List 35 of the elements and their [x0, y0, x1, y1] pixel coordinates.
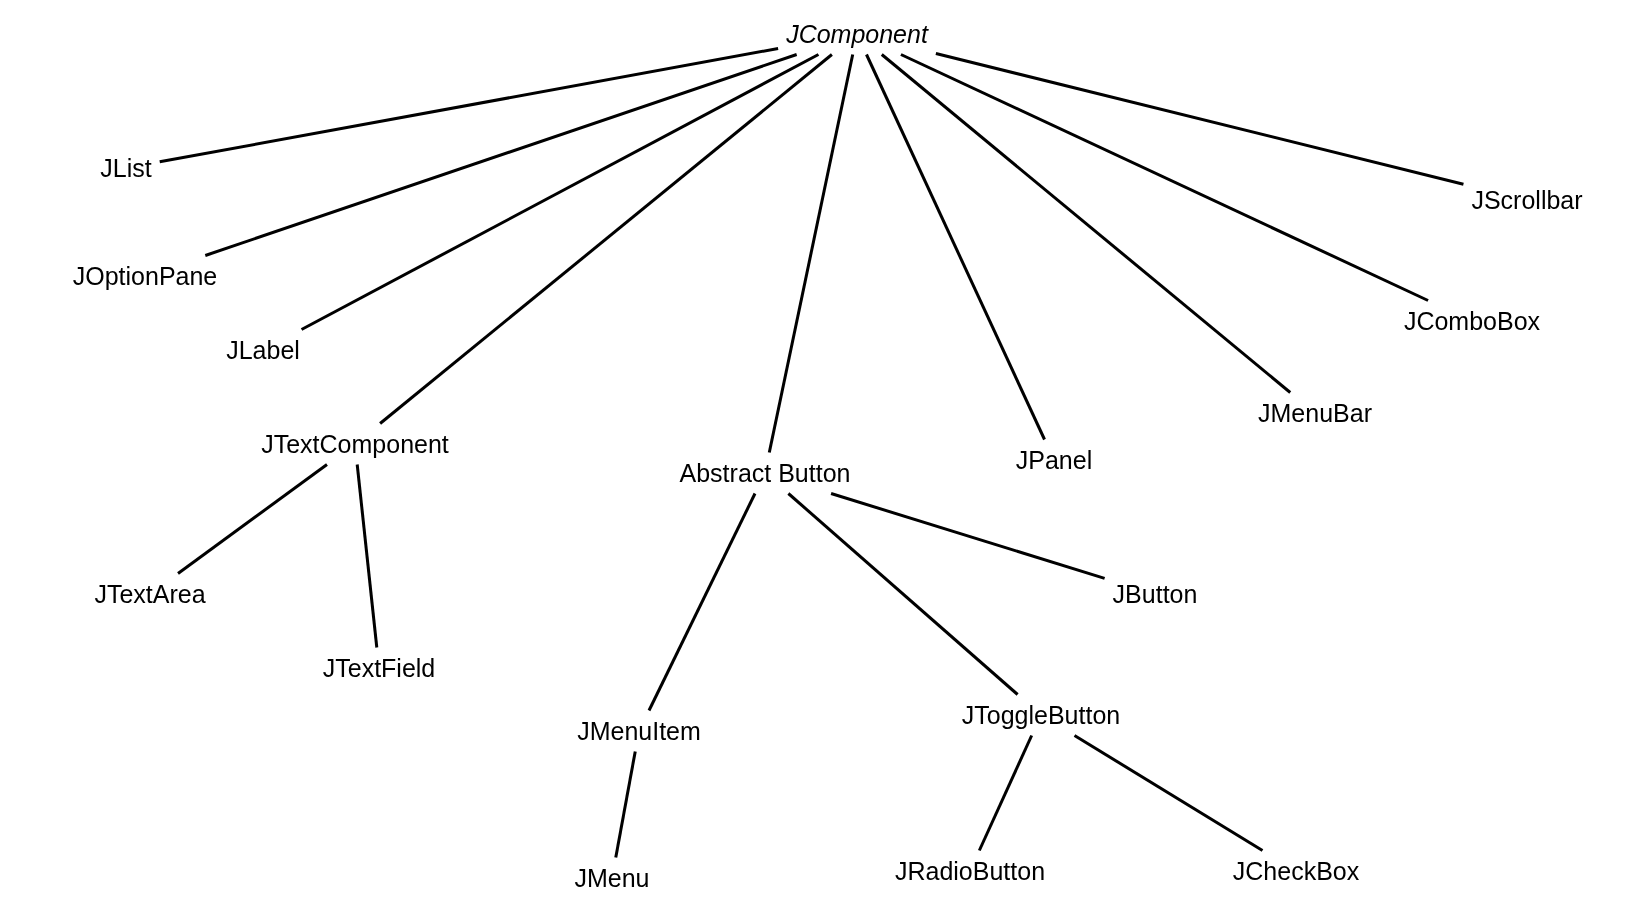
class-name-label: JScrollbar	[1463, 179, 1591, 221]
class-name-label: JComponent	[778, 13, 936, 55]
connector-line	[787, 492, 1019, 696]
connector-line	[865, 53, 1046, 441]
class-name-label: Abstract Button	[671, 452, 859, 494]
class-name-label: JComboBox	[1395, 300, 1549, 342]
class-name-label: JToggleButton	[953, 694, 1129, 736]
connector-line	[935, 52, 1464, 186]
class-name-label: JMenuItem	[569, 710, 709, 752]
connector-line	[900, 53, 1429, 302]
class-name-label: JOptionPane	[64, 255, 226, 297]
class-name-label: JCheckBox	[1224, 850, 1368, 892]
class-name-label: JMenuBar	[1250, 392, 1380, 434]
class-name-label: JMenu	[566, 857, 658, 899]
connector-line	[159, 47, 779, 164]
class-name-label: JPanel	[1007, 439, 1101, 481]
connector-line	[830, 492, 1106, 580]
connector-line	[614, 751, 637, 858]
class-name-label: JTextComponent	[253, 423, 457, 465]
class-name-label: JTextField	[314, 647, 444, 689]
connector-line	[647, 492, 757, 712]
class-name-label: JButton	[1104, 573, 1206, 615]
connector-line	[379, 53, 833, 425]
class-name-label: JRadioButton	[886, 850, 1054, 892]
class-name-label: JList	[92, 147, 160, 189]
connector-line	[204, 53, 798, 257]
connector-line	[355, 464, 379, 648]
connector-line	[977, 734, 1034, 852]
class-name-label: JLabel	[218, 329, 308, 371]
class-name-label: JTextArea	[86, 573, 214, 615]
connector-line	[880, 53, 1292, 394]
connector-line	[300, 53, 820, 331]
connector-line	[767, 54, 855, 453]
connector-line	[177, 463, 328, 575]
connector-line	[1073, 734, 1264, 852]
